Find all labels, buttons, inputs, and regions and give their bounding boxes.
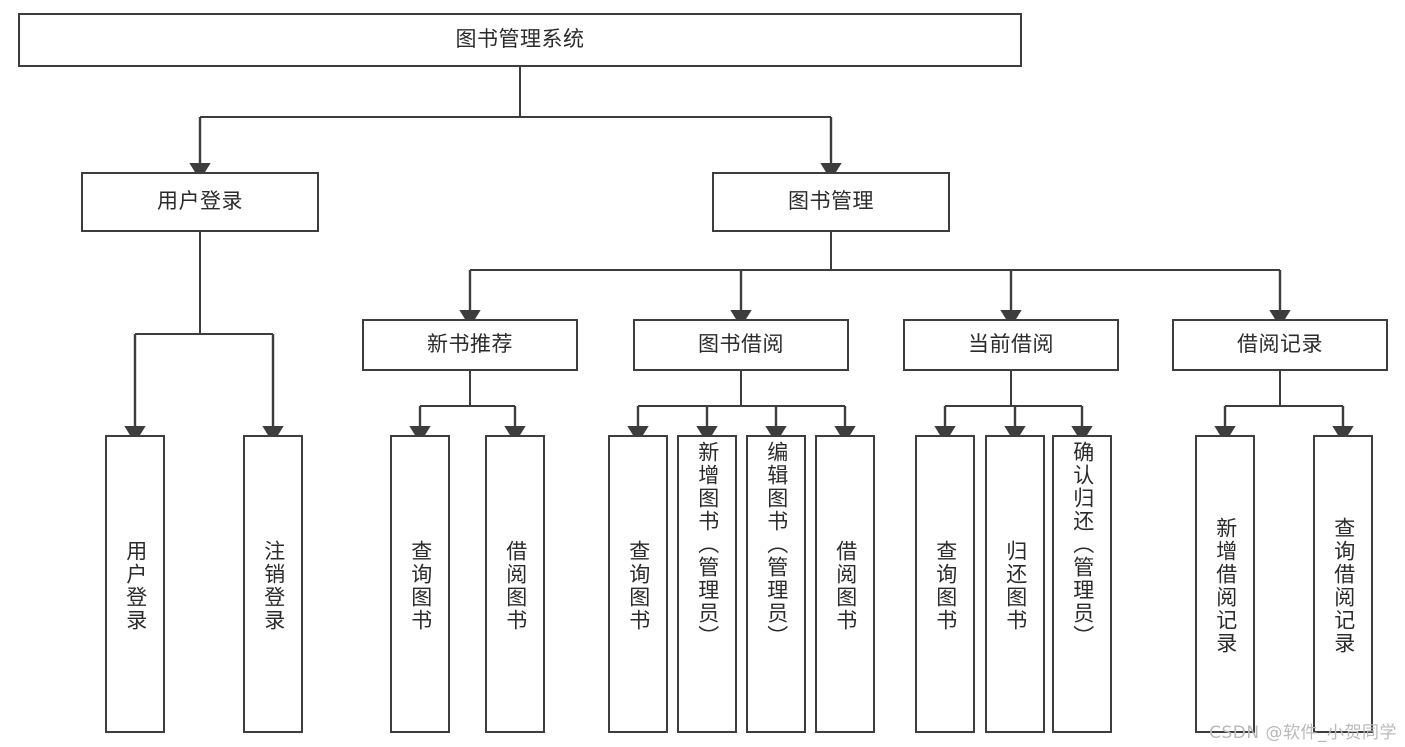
node-new-book-recommend[interactable]: 新书推荐 [362, 319, 578, 371]
node-leaf-logout[interactable]: 注销登录 [243, 435, 303, 733]
node-leaf-add-record-label: 新增借阅记录 [1213, 517, 1238, 655]
node-leaf-query-book-current-label: 查询图书 [933, 540, 958, 632]
node-leaf-add-book[interactable]: 新增图书（管理员） [677, 435, 737, 733]
node-leaf-edit-book[interactable]: 编辑图书（管理员） [746, 435, 806, 733]
node-leaf-confirm-return[interactable]: 确认归还（管理员） [1052, 435, 1112, 733]
node-user-login-label: 用户登录 [157, 189, 243, 214]
node-user-login[interactable]: 用户登录 [81, 172, 319, 232]
node-book-manage[interactable]: 图书管理 [712, 172, 950, 232]
node-leaf-query-book-borrow-label: 查询图书 [626, 540, 651, 632]
node-leaf-borrow-book-recommend-label: 借阅图书 [503, 540, 528, 632]
node-leaf-edit-book-label: 编辑图书（管理员） [764, 441, 789, 648]
node-leaf-query-book-recommend-label: 查询图书 [408, 540, 433, 632]
node-leaf-add-record[interactable]: 新增借阅记录 [1195, 435, 1255, 733]
node-leaf-borrow-book-label: 借阅图书 [833, 540, 858, 632]
node-leaf-query-book-borrow[interactable]: 查询图书 [608, 435, 668, 733]
node-leaf-user-login-label: 用户登录 [123, 540, 148, 632]
node-root[interactable]: 图书管理系统 [18, 13, 1022, 67]
node-leaf-user-login[interactable]: 用户登录 [105, 435, 165, 733]
node-leaf-query-record-label: 查询借阅记录 [1331, 517, 1356, 655]
node-book-borrow-label: 图书借阅 [698, 332, 784, 357]
node-leaf-borrow-book-recommend[interactable]: 借阅图书 [485, 435, 545, 733]
node-leaf-query-book-recommend[interactable]: 查询图书 [390, 435, 450, 733]
node-leaf-return-book[interactable]: 归还图书 [985, 435, 1045, 733]
node-book-manage-label: 图书管理 [788, 189, 874, 214]
node-borrow-record-label: 借阅记录 [1237, 332, 1323, 357]
node-borrow-record[interactable]: 借阅记录 [1172, 319, 1388, 371]
node-leaf-borrow-book[interactable]: 借阅图书 [815, 435, 875, 733]
node-root-label: 图书管理系统 [455, 27, 585, 52]
node-leaf-logout-label: 注销登录 [261, 540, 286, 632]
node-current-borrow[interactable]: 当前借阅 [903, 319, 1119, 371]
node-current-borrow-label: 当前借阅 [968, 332, 1054, 357]
node-leaf-return-book-label: 归还图书 [1003, 540, 1028, 632]
node-leaf-confirm-return-label: 确认归还（管理员） [1070, 441, 1095, 648]
node-leaf-query-record[interactable]: 查询借阅记录 [1313, 435, 1373, 733]
node-leaf-add-book-label: 新增图书（管理员） [695, 441, 720, 648]
node-leaf-query-book-current[interactable]: 查询图书 [915, 435, 975, 733]
watermark-text: CSDN @软件_小贺同学 [1209, 723, 1397, 743]
node-new-book-recommend-label: 新书推荐 [427, 332, 513, 357]
edge-group [124, 67, 1354, 444]
node-book-borrow[interactable]: 图书借阅 [633, 319, 849, 371]
